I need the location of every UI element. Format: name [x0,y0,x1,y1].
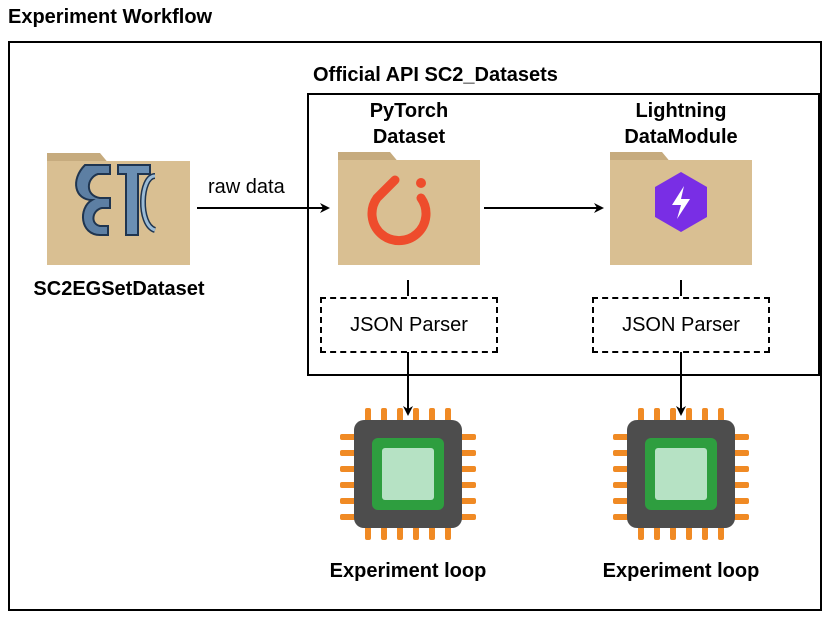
json-parser-label: JSON Parser [622,313,740,336]
chip-icon [340,408,476,540]
lightning-label-line2: DataModule [624,126,738,148]
lightning-label-line1: Lightning [635,100,727,122]
experiment-loop-label-left: Experiment loop [329,560,487,582]
starcraft-logo-icon [75,164,157,236]
json-parser-label: JSON Parser [350,313,468,336]
pytorch-label-line1: PyTorch [369,100,449,122]
json-parser-box-right: JSON Parser [592,297,770,353]
json-parser-box-left: JSON Parser [320,297,498,353]
pytorch-logo-icon [367,175,431,246]
diagram-title: Experiment Workflow [8,6,213,28]
lightning-datamodule-label: Lightning DataModule [596,98,766,150]
pytorch-dataset-label: PyTorch Dataset [338,98,480,150]
experiment-loop-label-right: Experiment loop [602,560,760,582]
starcraft-folder-icon [47,153,190,265]
workflow-frame [8,41,822,611]
api-box-title: Official API SC2_Datasets [313,64,558,86]
chip-icon [613,408,749,540]
pytorch-folder-icon [338,152,480,265]
edge-label-raw-data: raw data [208,176,285,198]
lightning-folder-icon [610,152,752,265]
api-box-frame [307,93,820,376]
source-dataset-label: SC2EGSetDataset [33,278,205,300]
pytorch-label-line2: Dataset [372,126,446,148]
